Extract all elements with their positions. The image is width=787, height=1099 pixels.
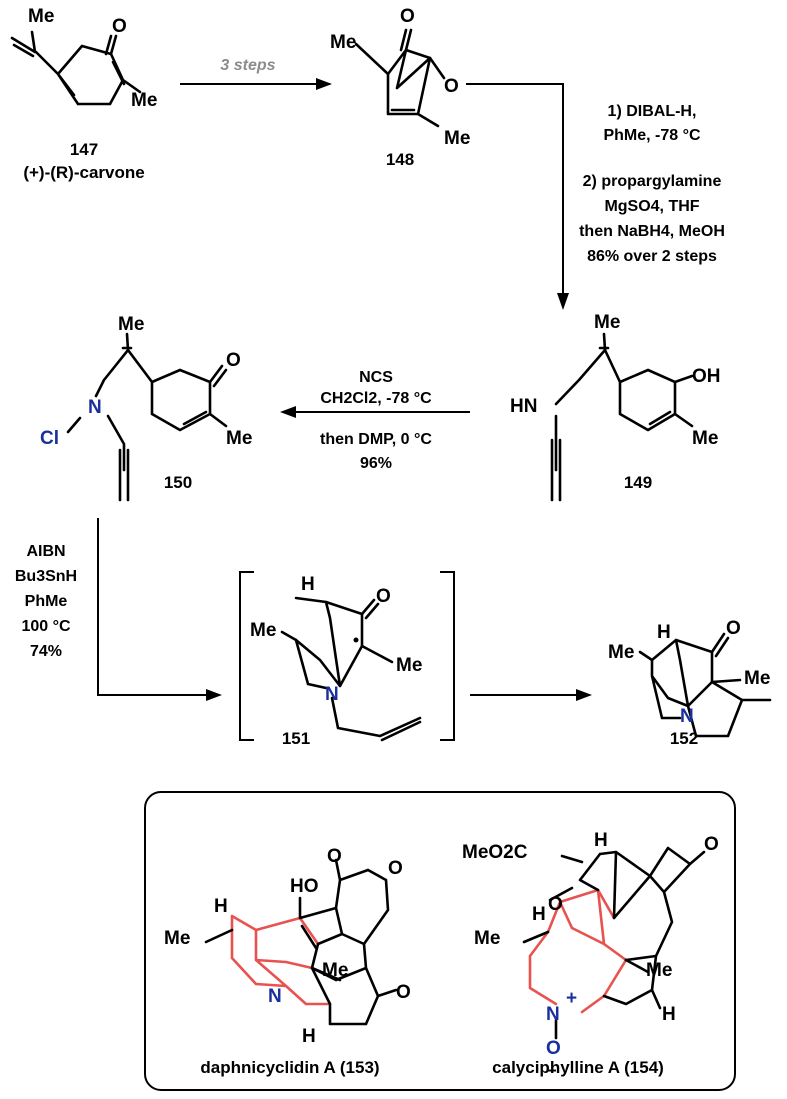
atom-me: Me bbox=[118, 314, 144, 335]
atom-h: H bbox=[657, 622, 671, 643]
natural-product-name-153: daphnicyclidin A (153) bbox=[200, 1058, 379, 1077]
atom-me: Me bbox=[444, 128, 470, 149]
structure-152: H Me O Me N bbox=[608, 618, 772, 738]
structure-150: Me O Me N Cl bbox=[40, 314, 252, 502]
structure-153: HO O O H Me Me O N H bbox=[164, 846, 411, 1047]
atom-meo2c: MeO2C bbox=[462, 842, 528, 863]
step-line: CH2Cl2, -78 °C bbox=[320, 390, 432, 407]
atom-me: Me bbox=[226, 428, 252, 449]
step-line: 2) propargylamine bbox=[583, 173, 722, 190]
structure-147: Me O Me bbox=[10, 6, 157, 111]
structure-154: MeO2C H O O H Me Me H N + O – bbox=[462, 830, 719, 1081]
atom-h: H bbox=[302, 1026, 316, 1047]
atom-o: O bbox=[376, 586, 391, 607]
atom-me: Me bbox=[330, 32, 356, 53]
structure-149: Me OH Me HN bbox=[510, 312, 721, 502]
step-line: PhMe bbox=[25, 593, 68, 610]
atom-o: O bbox=[226, 350, 241, 371]
atom-o: O bbox=[704, 834, 719, 855]
compound-number-148: 148 bbox=[386, 150, 414, 169]
step-line: 100 °C bbox=[21, 618, 71, 635]
atom-me: Me bbox=[474, 928, 500, 949]
atom-o: O bbox=[546, 1038, 561, 1059]
atom-o: O bbox=[444, 76, 459, 97]
atom-me: Me bbox=[250, 620, 276, 641]
atom-n: N bbox=[546, 1004, 560, 1025]
atom-h: H bbox=[532, 904, 546, 925]
atom-oh: OH bbox=[692, 366, 721, 387]
atom-o: O bbox=[400, 6, 415, 27]
step-line: AIBN bbox=[26, 543, 65, 560]
step-line: PhMe, -78 °C bbox=[603, 127, 701, 144]
atom-n: N bbox=[88, 397, 102, 418]
atom-h: H bbox=[301, 574, 315, 595]
atom-h: H bbox=[594, 830, 608, 851]
atom-me: Me bbox=[28, 6, 54, 27]
atom-me: Me bbox=[164, 928, 190, 949]
step-line: then DMP, 0 °C bbox=[320, 431, 432, 448]
atom-ho: HO bbox=[290, 876, 319, 897]
compound-name-147: (+)-(R)-carvone bbox=[23, 163, 144, 182]
atom-me: Me bbox=[608, 642, 634, 663]
atom-n: N bbox=[680, 706, 694, 727]
atom-me: Me bbox=[744, 668, 770, 689]
natural-products-box bbox=[144, 791, 736, 1091]
atom-o: O bbox=[726, 618, 741, 639]
atom-me: Me bbox=[692, 428, 718, 449]
arrow-reduction-amination bbox=[466, 83, 564, 300]
step-line: 86% over 2 steps bbox=[587, 248, 717, 265]
atom-h: H bbox=[214, 896, 228, 917]
step-line: NCS bbox=[359, 369, 393, 386]
atom-me: Me bbox=[322, 960, 348, 981]
atom-me: Me bbox=[131, 90, 157, 111]
compound-number-149: 149 bbox=[624, 473, 652, 492]
structure-151: H Me O Me N bbox=[250, 574, 422, 742]
atom-hn: HN bbox=[510, 396, 537, 417]
charge-minus: – bbox=[546, 1060, 557, 1081]
compound-number-151: 151 bbox=[282, 729, 310, 748]
step-line: 96% bbox=[360, 455, 392, 472]
atom-n: N bbox=[268, 986, 282, 1007]
natural-product-name-154: calyciphylline A (154) bbox=[492, 1058, 664, 1077]
atom-me: Me bbox=[646, 960, 672, 981]
atom-n: N bbox=[325, 684, 339, 705]
step-line: then NaBH4, MeOH bbox=[579, 223, 725, 240]
atom-me: Me bbox=[396, 655, 422, 676]
atom-me: Me bbox=[594, 312, 620, 333]
atom-o: O bbox=[396, 982, 411, 1003]
atom-o: O bbox=[388, 858, 403, 879]
step-label: 3 steps bbox=[220, 57, 275, 74]
step-line: 1) DIBAL-H, bbox=[608, 103, 697, 120]
atom-h: H bbox=[662, 1004, 676, 1025]
step-line: 74% bbox=[30, 643, 62, 660]
atom-o: O bbox=[327, 846, 342, 867]
step-line: Bu3SnH bbox=[15, 568, 77, 585]
compound-number-152: 152 bbox=[670, 729, 698, 748]
atom-cl: Cl bbox=[40, 428, 59, 449]
brackets-151 bbox=[239, 571, 455, 741]
compound-number-147: 147 bbox=[70, 140, 98, 159]
compound-number-150: 150 bbox=[164, 473, 192, 492]
atom-o: O bbox=[548, 894, 563, 915]
atom-o: O bbox=[112, 16, 127, 37]
structure-148: Me O O Me bbox=[330, 6, 470, 149]
arrow-radical-cyclization bbox=[97, 518, 210, 696]
step-line: MgSO4, THF bbox=[604, 198, 699, 215]
charge-plus: + bbox=[566, 988, 577, 1009]
